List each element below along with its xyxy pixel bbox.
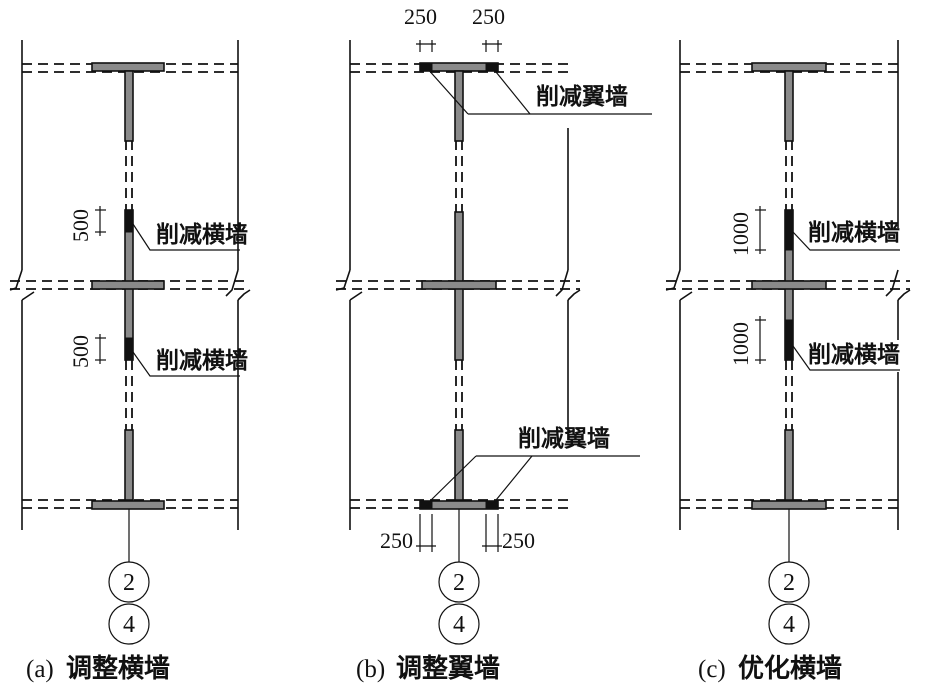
panel-c-label-lower: 削减横墙 <box>808 342 900 368</box>
panel-b-axis-top-text: 2 <box>453 570 465 596</box>
panel-b-axis-bottom-text: 4 <box>453 612 465 638</box>
panel-c-caption-letter: (c) <box>698 656 726 683</box>
panel-b-break-left-bot <box>349 291 363 301</box>
panel-a-break-left-top <box>9 269 23 291</box>
panel-b-leader-bot-b <box>491 455 533 506</box>
panel-c-dim-upper-text: 1000 <box>728 212 753 256</box>
panel-b-leader-top-b <box>491 66 531 115</box>
panel-c-leader-lower <box>792 345 900 371</box>
panel-c-dim-lower-text: 1000 <box>728 322 753 366</box>
panel-a-axis-bubble-top <box>108 561 150 603</box>
panel-a-leader-lower <box>132 351 240 377</box>
panel-a-web-top <box>124 70 134 142</box>
panel-c-label-upper: 削减横墙 <box>808 220 900 246</box>
panel-b-break-left-top <box>335 269 351 291</box>
panel-b-dim-bot-right-text: 250 <box>502 528 535 553</box>
panel-a-label-lower: 削减横墙 <box>156 348 248 374</box>
panel-b-leader-top-a <box>425 66 469 115</box>
panel-b-dim-top-left-text: 250 <box>404 4 437 29</box>
panel-a-leader-upper <box>132 223 240 251</box>
panel-c: 1000 1000 削减横墙 削减横墙 2 4 (c) 优化横墙 <box>665 40 911 684</box>
panel-b-break-right-bot <box>567 289 581 301</box>
panel-c-break-right-bot <box>897 289 911 301</box>
panel-a-axis-top-text: 2 <box>123 570 135 596</box>
panel-c-flange-mid <box>751 280 827 290</box>
panel-b-label-bot: 削减翼墙 <box>518 426 610 452</box>
panel-c-axis-bottom-text: 4 <box>783 612 795 638</box>
panel-c-flange-bot <box>751 500 827 510</box>
panel-b-dim-bot-left-text: 250 <box>380 528 413 553</box>
panel-a-break-left-bot <box>21 291 35 301</box>
panel-c-break-left-top <box>665 269 681 291</box>
panel-a-cut-lower <box>124 337 134 361</box>
panel-a-break-right-top <box>225 269 239 297</box>
panel-a-caption-letter: (a) <box>26 656 54 683</box>
panel-c-axis-bubble-bottom <box>768 603 810 645</box>
panel-b-dim-top-left: 250 <box>404 4 437 52</box>
panel-c-web-top <box>784 70 794 142</box>
panel-b-axis-bubble-bottom <box>438 603 480 645</box>
panel-c-flange-top <box>751 62 827 72</box>
panel-b-web-top <box>454 70 464 142</box>
panel-c-cut-upper <box>784 209 794 251</box>
panel-a-flange-top <box>91 62 165 72</box>
panel-a-flange-mid <box>91 280 165 290</box>
panel-a-flange-bot <box>91 500 165 510</box>
panel-b-break-right-top <box>555 269 569 297</box>
panel-b-web-bot <box>454 429 464 501</box>
panel-c-axis-bubble-top <box>768 561 810 603</box>
panel-a-axis-bottom-text: 4 <box>123 612 135 638</box>
panel-a-dim-lower: 500 <box>68 334 106 368</box>
panel-c-break-left-bot <box>679 291 693 301</box>
panel-c-caption: 优化横墙 <box>738 654 842 684</box>
panel-b-flange-mid <box>421 280 497 290</box>
panel-a-dim-lower-text: 500 <box>68 335 93 368</box>
panel-a-cut-upper <box>124 209 134 233</box>
panel-b-label-top: 削减翼墙 <box>536 84 628 110</box>
panel-b-dim-top-right-text: 250 <box>472 4 505 29</box>
panel-b-dim-bot-right: 250 <box>482 514 535 553</box>
panel-c-break-right-top <box>885 269 899 297</box>
panel-c-leader-upper <box>792 231 900 251</box>
panel-a-label-upper: 削减横墙 <box>156 222 248 248</box>
panel-c-dim-lower: 1000 <box>728 316 766 366</box>
panel-a: 500 500 削减横墙 削减横墙 2 4 (a) 调整横墙 <box>9 40 251 684</box>
panel-a-break-right-bot <box>237 289 251 301</box>
panel-b-caption-letter: (b) <box>356 656 385 683</box>
panel-b-caption: 调整翼墙 <box>396 653 500 684</box>
panel-b-axis-bubble-top <box>438 561 480 603</box>
panel-c-web-bot <box>784 429 794 501</box>
panel-b-dim-top-right: 250 <box>472 4 505 52</box>
panel-a-dim-upper-text: 500 <box>68 209 93 242</box>
panel-c-dim-upper: 1000 <box>728 206 766 256</box>
panel-b-dim-bot-left: 250 <box>380 514 436 553</box>
panel-b: 250 250 250 250 削减翼墙 削减翼墙 <box>335 4 652 684</box>
panel-c-axis-top-text: 2 <box>783 570 795 596</box>
panel-a-web-bot <box>124 429 134 501</box>
panel-a-caption: 调整横墙 <box>66 653 170 684</box>
panel-c-cut-lower <box>784 319 794 361</box>
panel-a-axis-bubble-bottom <box>108 603 150 645</box>
panel-b-leader-bot-a <box>425 455 477 506</box>
panel-a-dim-upper: 500 <box>68 206 106 242</box>
